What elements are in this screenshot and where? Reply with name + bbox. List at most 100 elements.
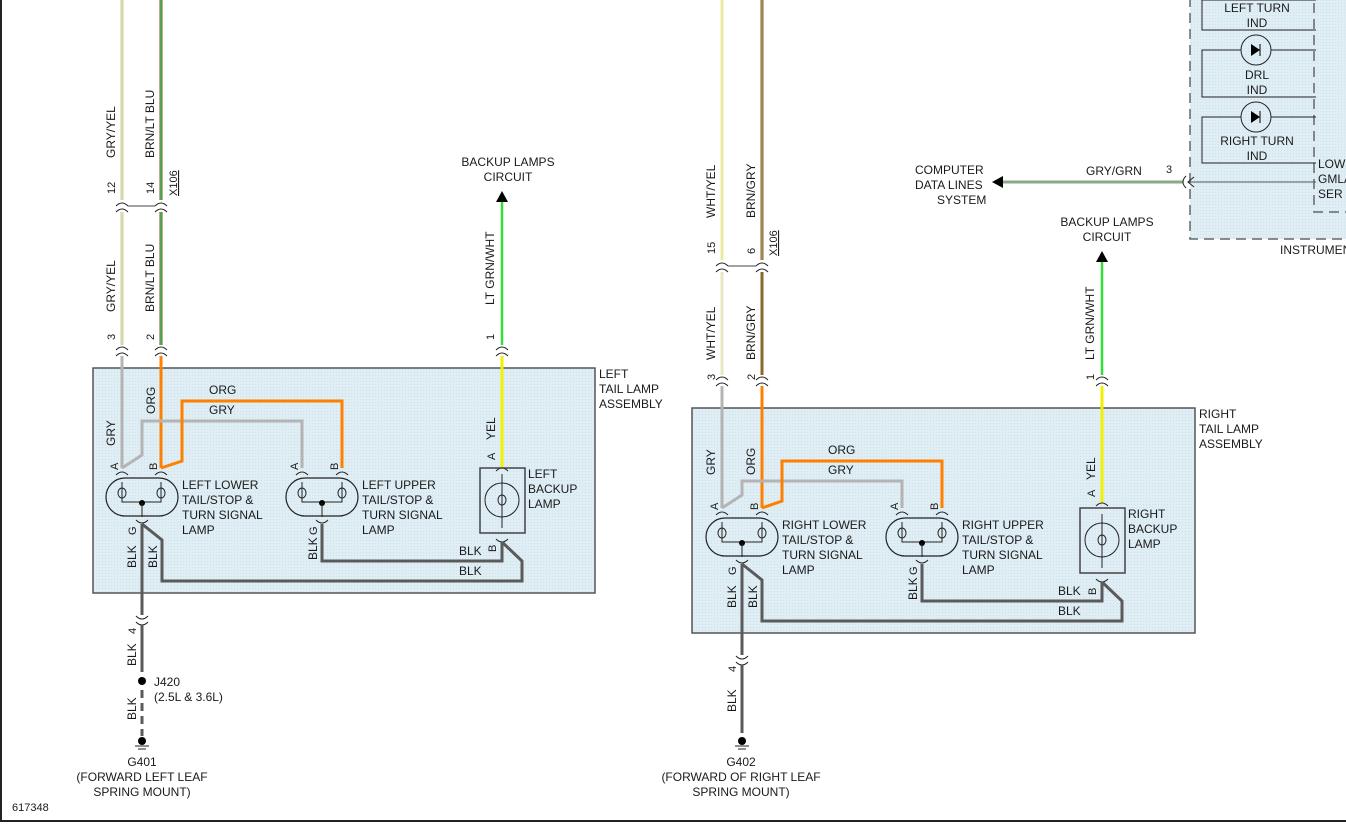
svg-text:WHT/YEL: WHT/YEL: [704, 306, 718, 360]
svg-text:RIGHT: RIGHT: [1128, 507, 1166, 521]
svg-text:GRY: GRY: [704, 449, 718, 475]
svg-text:LEFT UPPER: LEFT UPPER: [362, 478, 436, 492]
svg-text:ASSEMBLY: ASSEMBLY: [1199, 437, 1263, 451]
wire-label-brn-lt-blu: BRN/LT BLU: [143, 90, 157, 158]
svg-text:YEL: YEL: [1084, 457, 1098, 480]
svg-text:LT GRN/WHT: LT GRN/WHT: [1083, 286, 1097, 360]
svg-text:B: B: [329, 463, 341, 470]
wire-blk: [920, 564, 1104, 603]
svg-text:WHT/YEL: WHT/YEL: [704, 164, 718, 218]
svg-text:GRY: GRY: [104, 420, 118, 446]
svg-text:BLK: BLK: [725, 585, 739, 608]
svg-text:3: 3: [106, 334, 118, 340]
right-backup-lamp: A RIGHT BACKUP LAMP B: [1079, 489, 1177, 595]
svg-text:LAMP: LAMP: [1128, 537, 1161, 551]
svg-text:TAIL LAMP: TAIL LAMP: [1199, 422, 1259, 436]
svg-text:TAIL/STOP &: TAIL/STOP &: [362, 493, 433, 507]
bulb-filament-icon: [897, 527, 907, 539]
svg-text:BLK: BLK: [906, 577, 920, 600]
svg-text:BACKUP: BACKUP: [1128, 522, 1177, 536]
svg-text:LAMP: LAMP: [528, 497, 561, 511]
bulb-filament-icon: [117, 487, 127, 499]
svg-text:TURN SIGNAL: TURN SIGNAL: [962, 548, 1043, 562]
svg-text:SER: SER: [1318, 187, 1343, 201]
svg-text:TURN SIGNAL: TURN SIGNAL: [782, 548, 863, 562]
svg-text:BLK: BLK: [746, 585, 760, 608]
svg-text:BLK: BLK: [125, 643, 139, 666]
svg-text:GRY: GRY: [828, 463, 854, 477]
svg-text:TURN SIGNAL: TURN SIGNAL: [362, 508, 443, 522]
svg-text:A: A: [109, 462, 121, 470]
svg-text:COMPUTER: COMPUTER: [915, 163, 984, 177]
svg-text:RIGHT LOWER: RIGHT LOWER: [782, 518, 867, 532]
left-tail-lamp-assembly: [92, 367, 596, 594]
svg-text:G: G: [908, 566, 920, 575]
bulb-filament-icon: [297, 487, 307, 499]
instrument-cluster-label: INSTRUMENT: [1280, 243, 1346, 257]
svg-text:IND: IND: [1247, 83, 1268, 97]
svg-text:RIGHT UPPER: RIGHT UPPER: [962, 518, 1044, 532]
svg-text:G: G: [127, 526, 139, 535]
svg-text:SYSTEM: SYSTEM: [937, 193, 986, 207]
svg-text:2: 2: [746, 374, 758, 380]
svg-text:BLK: BLK: [146, 545, 160, 568]
svg-text:2: 2: [145, 334, 157, 340]
svg-text:A: A: [486, 452, 498, 460]
svg-text:GMLA: GMLA: [1318, 172, 1346, 186]
svg-text:BLK: BLK: [1058, 604, 1081, 618]
svg-text:BLK: BLK: [725, 689, 739, 712]
arrow-left-icon: [992, 176, 1003, 188]
svg-text:(2.5L & 3.6L): (2.5L & 3.6L): [154, 690, 223, 704]
bulb-filament-icon: [497, 494, 507, 506]
svg-text:ORG: ORG: [828, 443, 855, 457]
svg-text:LEFT LOWER: LEFT LOWER: [182, 478, 259, 492]
svg-text:LOW: LOW: [1318, 157, 1346, 171]
svg-text:BLK: BLK: [125, 697, 139, 720]
svg-text:BACKUP: BACKUP: [528, 482, 577, 496]
splice-j420: J420: [154, 675, 180, 689]
svg-text:B: B: [1087, 588, 1099, 595]
connector-glyph: [115, 202, 129, 213]
wire-blk: [741, 562, 1124, 623]
svg-text:LT GRN/WHT: LT GRN/WHT: [483, 231, 497, 305]
right-tail-lamp-section: WHT/YEL BRN/GRY 15 6 X106 WHT/YEL BRN/GR…: [661, 0, 1263, 799]
svg-text:IND: IND: [1247, 149, 1268, 163]
svg-text:B: B: [487, 545, 499, 552]
svg-text:SPRING MOUNT): SPRING MOUNT): [692, 785, 789, 799]
svg-text:TURN SIGNAL: TURN SIGNAL: [182, 508, 263, 522]
left-tail-lamp-section: GRY/YEL BRN/LT BLU 12 14 X106 GRY/YEL BR…: [76, 0, 663, 799]
svg-text:B: B: [929, 503, 941, 510]
wire-gry-jumper: [121, 419, 304, 470]
svg-text:LEFT: LEFT: [528, 467, 558, 481]
svg-text:4: 4: [727, 666, 739, 672]
svg-text:TAIL/STOP &: TAIL/STOP &: [782, 533, 853, 547]
svg-text:4: 4: [127, 628, 139, 634]
svg-text:LEFT: LEFT: [599, 367, 629, 381]
svg-text:ORG: ORG: [209, 383, 236, 397]
arrow-up-icon: [496, 191, 508, 202]
svg-text:BLK: BLK: [1058, 584, 1081, 598]
pin-12: 12: [106, 182, 118, 194]
svg-text:TAIL/STOP &: TAIL/STOP &: [962, 533, 1033, 547]
ground-g401: G401: [127, 755, 157, 769]
svg-text:BLK: BLK: [125, 545, 139, 568]
svg-text:TAIL LAMP: TAIL LAMP: [599, 382, 659, 396]
splice-dot: [138, 677, 146, 685]
left-backup-lamp: A LEFT BACKUP LAMP B: [479, 452, 577, 552]
svg-text:A: A: [709, 502, 721, 510]
svg-text:LAMP: LAMP: [782, 563, 815, 577]
bulb-filament-icon: [337, 487, 347, 499]
right-tail-lamp-assembly: [691, 407, 1196, 634]
svg-text:A: A: [1086, 489, 1098, 497]
bulb-filament-icon: [156, 487, 166, 499]
ground-g402: G402: [726, 755, 756, 769]
svg-text:ORG: ORG: [144, 387, 158, 414]
svg-text:BACKUP LAMPS: BACKUP LAMPS: [461, 155, 554, 169]
right-upper-lamp: A B RIGHT UPPER TAIL/STOP & TURN SIGNAL …: [885, 502, 1044, 577]
svg-text:DRL: DRL: [1245, 68, 1269, 82]
wire-org-jumper: [160, 399, 344, 470]
svg-text:CIRCUIT: CIRCUIT: [1083, 230, 1132, 244]
svg-text:1: 1: [1085, 374, 1097, 380]
arrow-up-icon: [1096, 251, 1108, 262]
svg-text:BRN/LT BLU: BRN/LT BLU: [143, 244, 157, 312]
